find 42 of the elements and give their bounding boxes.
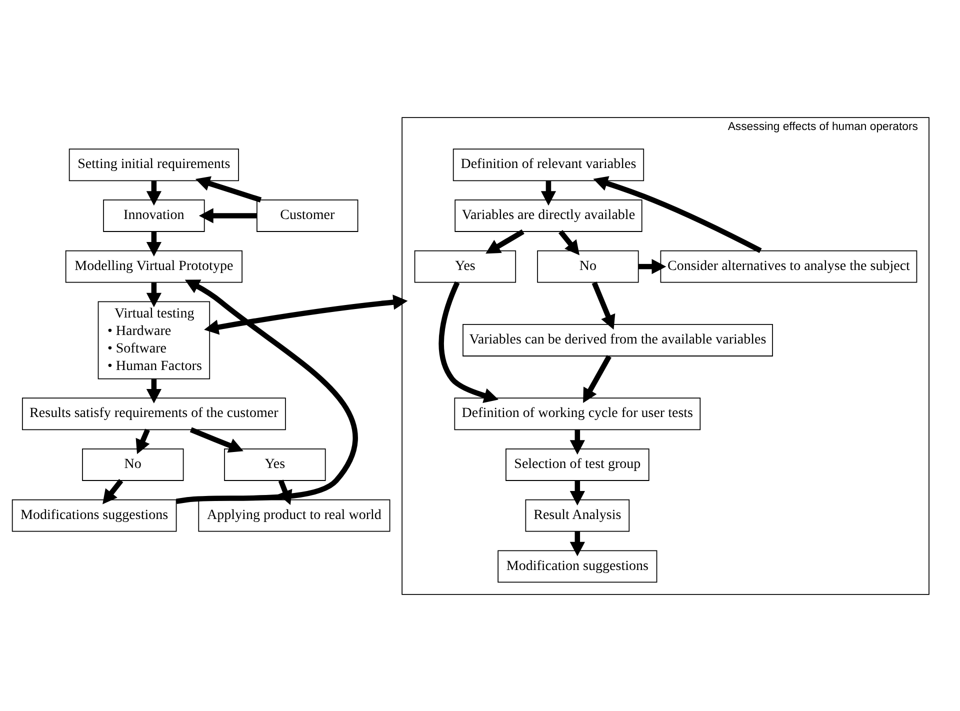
arrow (540, 180, 556, 206)
node-box: Virtual testing • Hardware • Software • Human Factors (98, 300, 210, 379)
arrow (198, 208, 257, 223)
arrow (570, 530, 585, 556)
node-box: Innovation (103, 199, 205, 232)
arrow (146, 282, 162, 307)
arrow (592, 281, 616, 330)
arrow (176, 279, 358, 504)
arrow (190, 426, 244, 452)
arrow (195, 176, 262, 202)
node-box: Customer (256, 199, 358, 232)
arrow (593, 176, 762, 253)
node-box: Modifications suggestions (12, 498, 177, 532)
arrow (570, 429, 585, 454)
arrow (102, 478, 124, 504)
arrow (486, 228, 524, 254)
arrow (438, 280, 499, 402)
node-box: No (82, 448, 184, 480)
node-box: Variables are directly available (454, 199, 642, 232)
node-box: Variables can be derived from the available variables (462, 324, 773, 356)
arrow (146, 180, 162, 206)
node-box: Results satisfy requirements of the customer (22, 397, 286, 430)
node-box: Modification suggestions (498, 550, 658, 582)
node-box: Setting initial requirements (68, 148, 239, 181)
arrow (146, 378, 162, 403)
arrow (558, 229, 580, 255)
arrow (136, 428, 150, 454)
arrow (570, 480, 585, 505)
node-box: Yes (414, 250, 516, 282)
node-box: Definition of working cycle for user tests (454, 397, 701, 430)
node-box: Applying product to real world (198, 498, 390, 532)
node-box: Yes (224, 448, 326, 480)
node-box: No (537, 250, 639, 282)
arrow (638, 258, 666, 274)
node-box: Selection of test group (506, 448, 650, 480)
arrow (204, 294, 408, 334)
arrow (146, 231, 162, 256)
node-box: Definition of relevant variables (452, 148, 644, 181)
arrow (583, 354, 612, 402)
node-box: Consider alternatives to analyse the subject (660, 250, 918, 282)
node-box: Modelling Virtual Prototype (65, 250, 242, 282)
node-box: Result Analysis (525, 498, 630, 532)
